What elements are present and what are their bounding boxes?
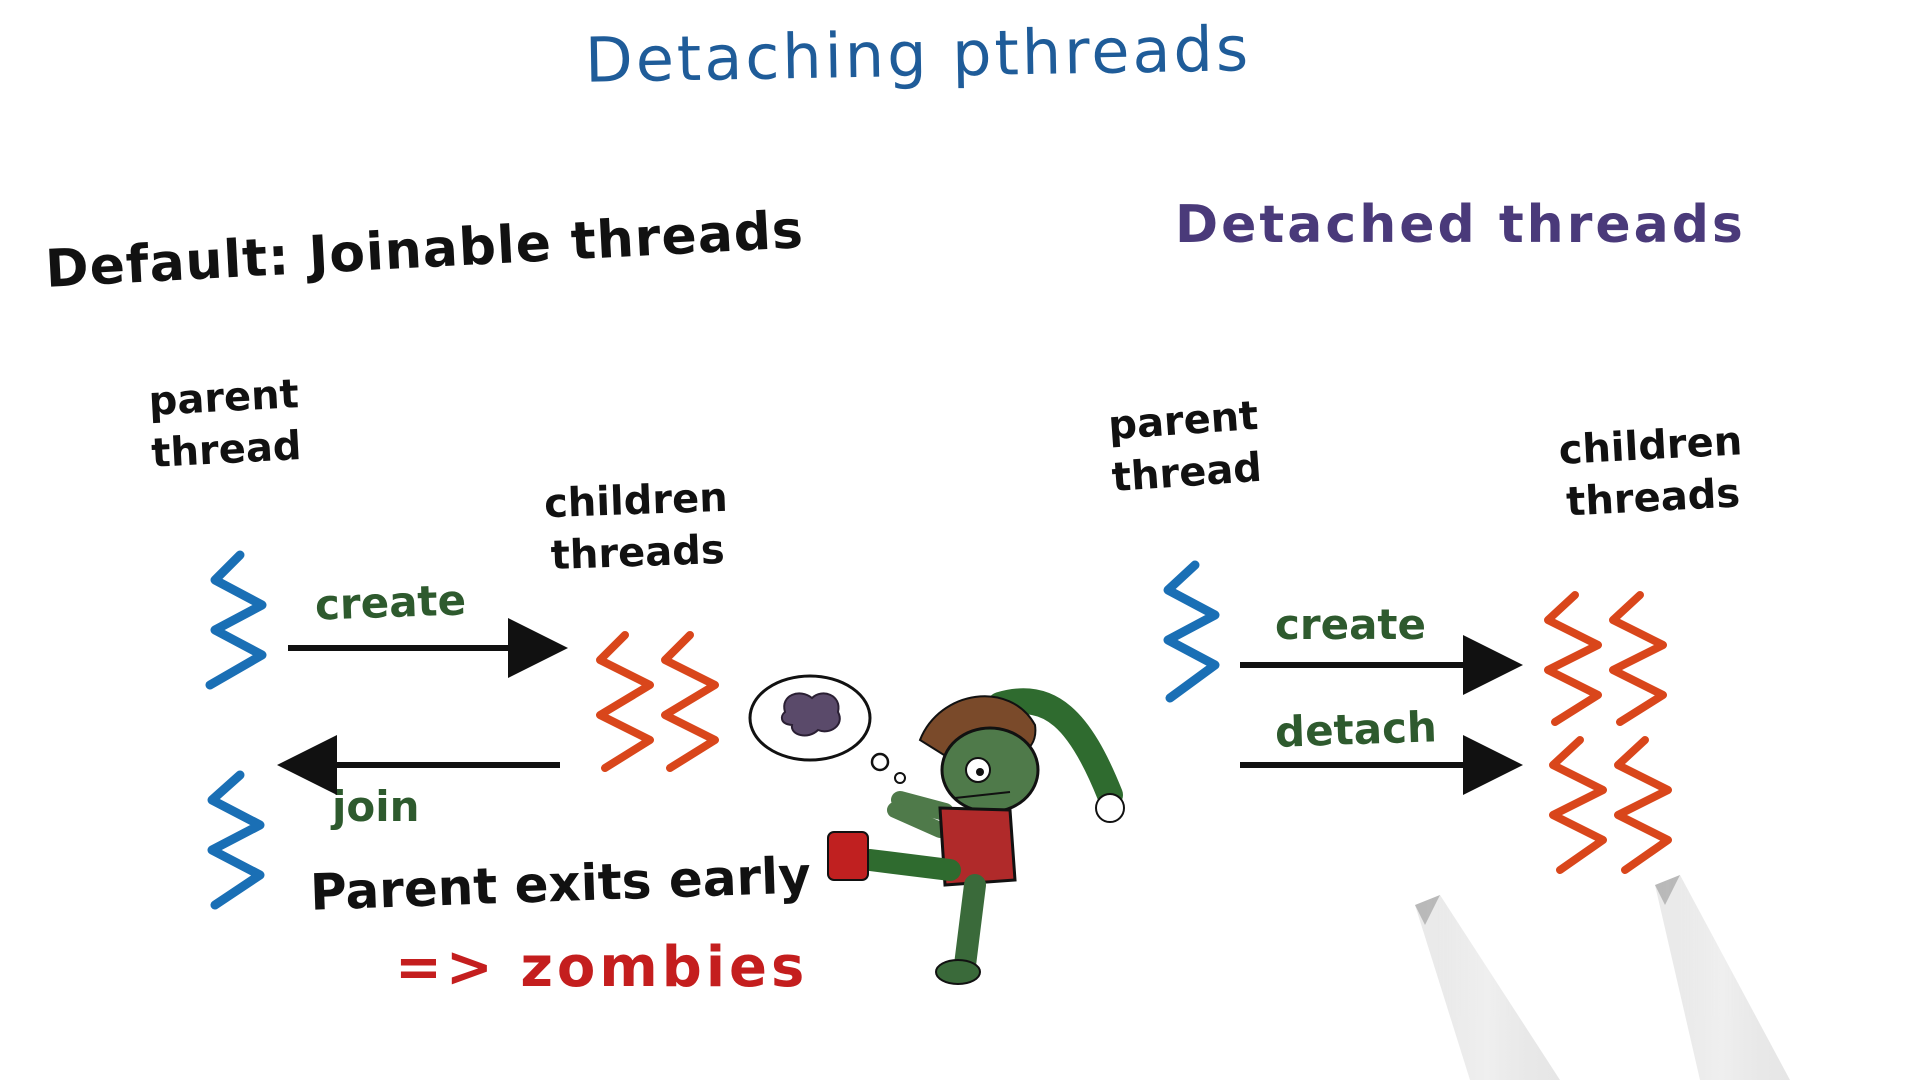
marker-pen-icon: [1655, 875, 1790, 1080]
right-child-thread-bottom-2: [1614, 736, 1672, 874]
zombies-note: => zombies: [395, 935, 809, 1000]
right-child-thread-top-2: [1609, 591, 1667, 726]
left-parent-thread-top: [205, 550, 267, 690]
left-child-thread-1: [596, 631, 654, 772]
marker-pen-icon: [1415, 895, 1560, 1080]
zombie-elf-icon: [827, 688, 1125, 985]
detached-heading: Detached threads: [1175, 195, 1746, 255]
right-create-label: create: [1275, 600, 1426, 649]
left-join-label: join: [332, 782, 420, 831]
right-child-thread-bottom-1: [1549, 736, 1607, 874]
left-child-thread-2: [661, 631, 719, 772]
right-parent-thread: [1163, 560, 1220, 703]
right-child-thread-top-1: [1544, 591, 1602, 726]
brain-thought-bubble-icon: [748, 674, 906, 784]
left-parent-thread-bottom: [207, 770, 265, 910]
